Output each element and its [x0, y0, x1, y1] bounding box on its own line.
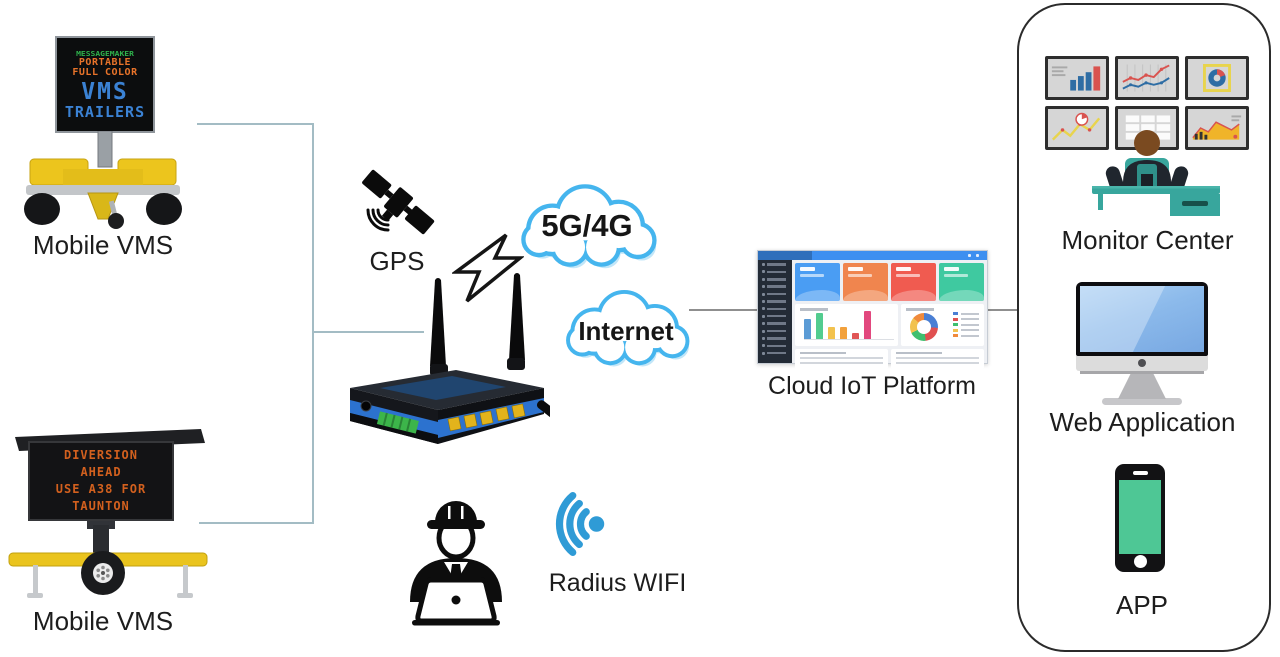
cloud-iot-platform-label: Cloud IoT Platform [768, 372, 976, 400]
cloud-internet: Internet [556, 282, 696, 374]
phone-home-button [1133, 555, 1147, 568]
cloud-5g4g: 5G/4G [506, 178, 668, 274]
monitor-wall [1045, 56, 1249, 150]
cloud-internet-label: Internet [578, 316, 674, 346]
phone-speaker [1132, 471, 1148, 475]
cloud-5g4g-label: 5G/4G [541, 208, 633, 243]
web-application-label: Web Application [1049, 407, 1236, 437]
monitor-pie-chart-icon [1185, 56, 1249, 100]
led-text-line: FULL COLOR [72, 67, 138, 79]
connector-platform-to-panel [987, 309, 1017, 311]
dashboard-table [795, 349, 888, 369]
mobile-vms-unit-bottom: DIVERSION AHEAD USE A38 FOR TAUNTON Mobi… [3, 425, 218, 645]
led-text-line: VMS [81, 78, 129, 105]
connector-vertical-bus [312, 123, 314, 524]
radius-wifi-label: Radius WIFI [548, 569, 687, 597]
mobile-vms-unit-top: MESSAGEMAKER PORTABLE FULL COLOR VMS TRA… [8, 30, 198, 260]
led-text-line: MESSAGEMAKER [76, 49, 134, 58]
dashboard-topbar [758, 251, 987, 260]
connector-to-router [314, 331, 424, 333]
led-text-line: DIVERSION [63, 448, 139, 463]
desktop-chin [1076, 356, 1208, 371]
monitor-area-chart-icon [1185, 106, 1249, 150]
led-text-line: PORTABLE [78, 56, 132, 68]
desktop-computer-icon [1076, 282, 1208, 405]
operator-at-desk-icon [1092, 130, 1220, 216]
trailer-chassis-icon [24, 131, 182, 229]
led-text-line: TAUNTON [72, 498, 130, 513]
dashboard-topbar-dot [968, 254, 971, 257]
cloud-iot-dashboard [757, 250, 988, 369]
vms-amber-sign-icon: DIVERSION AHEAD USE A38 FOR TAUNTON [28, 441, 174, 521]
dashboard-logo [758, 251, 812, 260]
dashboard-main [792, 260, 987, 369]
led-text-line: AHEAD [80, 465, 122, 480]
monitor-bar-chart-icon [1045, 56, 1109, 100]
bar-chart-bars [804, 311, 894, 340]
smartphone-icon [1115, 464, 1165, 572]
dashboard-stat-cards [795, 263, 984, 301]
connector-cloud-to-platform [689, 309, 757, 311]
monitor-line-pie-icon [1045, 106, 1109, 150]
monitor-center-label: Monitor Center [1061, 225, 1234, 255]
cellular-router-icon [350, 273, 550, 444]
phone-screen [1119, 480, 1161, 554]
vms-led-sign-icon: MESSAGEMAKER PORTABLE FULL COLOR VMS TRA… [55, 36, 155, 133]
wifi-icon [555, 492, 605, 556]
gps-label: GPS [369, 246, 425, 276]
cloud-icon [521, 184, 657, 269]
cloud-icon [566, 289, 690, 367]
dashboard-table [891, 349, 984, 369]
app-label: APP [1115, 590, 1169, 620]
donut-legend [953, 312, 979, 340]
mobile-vms-bottom-label: Mobile VMS [32, 606, 174, 636]
donut-chart [910, 313, 938, 341]
connector-vms-bottom-horizontal [199, 522, 312, 524]
engineer-laptop-icon [410, 501, 502, 626]
desktop-stand [1118, 374, 1166, 399]
mobile-vms-top-label: Mobile VMS [32, 230, 174, 260]
lightning-bolt-icon [452, 233, 524, 303]
gps-satellite-icon [362, 169, 435, 235]
led-text-line: USE A38 FOR [55, 482, 147, 496]
desktop-screen [1076, 282, 1208, 356]
dashboard-bar-chart [795, 304, 898, 346]
monitor-line-chart-icon [1115, 56, 1179, 100]
dashboard-donut-chart [901, 304, 984, 346]
dashboard-topbar-dot [976, 254, 979, 257]
led-text-line: TRAILERS [64, 102, 146, 121]
connector-vms-top-horizontal [197, 123, 314, 125]
dashboard-sidebar [758, 260, 792, 363]
